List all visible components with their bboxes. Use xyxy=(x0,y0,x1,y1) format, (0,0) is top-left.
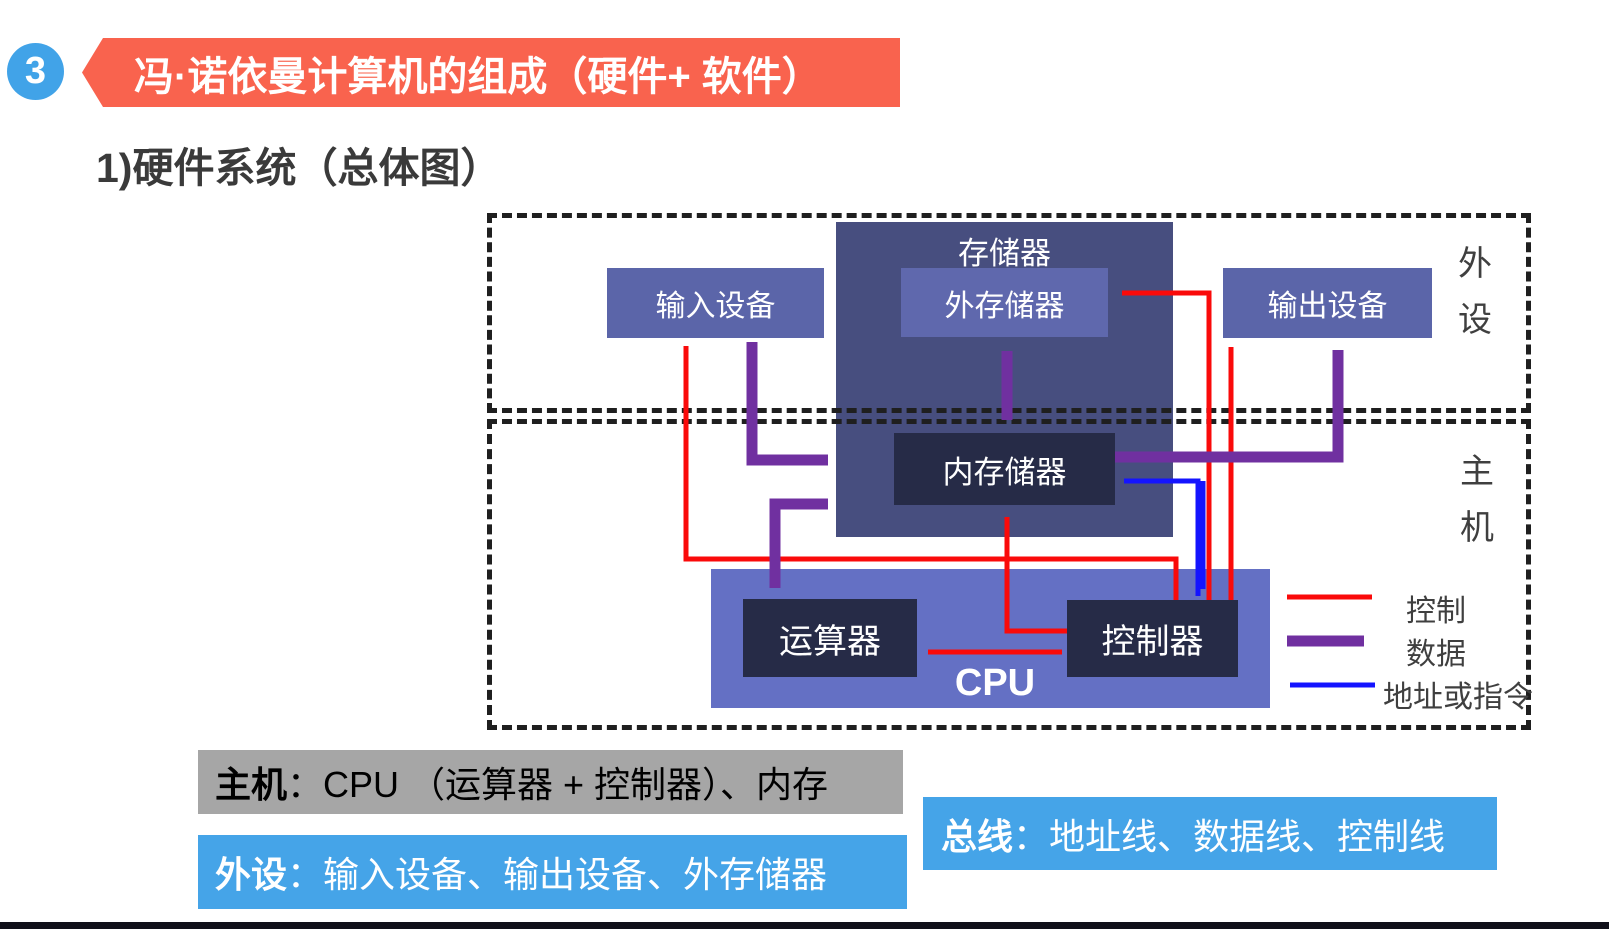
summary-peripheral-label: 外设 xyxy=(215,854,288,895)
region-label-host-2: 机 xyxy=(1460,509,1494,547)
controller-label: 控制器 xyxy=(1101,623,1204,661)
summary-bus-box: 总线：地址线、数据线、控制线 xyxy=(923,797,1497,870)
bottom-edge-bar xyxy=(0,922,1609,929)
external-storage-box: 外存储器 xyxy=(901,268,1108,337)
summary-host-box: 主机：CPU （运算器 + 控制器）、内存 xyxy=(198,750,903,814)
legend-control-label: 控制 xyxy=(1406,595,1466,628)
output-device-label: 输出设备 xyxy=(1267,290,1388,323)
summary-peripheral-text: ：输入设备、输出设备、外存储器 xyxy=(287,854,828,895)
slide-number-badge: 3 xyxy=(7,43,64,100)
summary-peripheral-box: 外设：输入设备、输出设备、外存储器 xyxy=(198,835,907,909)
region-label-peripheral-2: 设 xyxy=(1458,301,1492,339)
legend-data-label: 数据 xyxy=(1406,638,1466,671)
page-title: 冯·诺依曼计算机的组成（硬件+ 软件） xyxy=(134,54,822,99)
input-device-box: 输入设备 xyxy=(607,268,824,338)
internal-storage-label: 内存储器 xyxy=(942,454,1067,490)
slide-number: 3 xyxy=(24,50,47,92)
title-banner: 冯·诺依曼计算机的组成（硬件+ 软件） xyxy=(82,38,900,107)
legend-address-label: 地址或指令 xyxy=(1383,681,1533,714)
input-device-label: 输入设备 xyxy=(655,290,776,323)
section-subtitle: 1)硬件系统（总体图） xyxy=(96,145,502,191)
summary-bus-label: 总线 xyxy=(941,815,1014,857)
alu-label: 运算器 xyxy=(779,622,881,661)
summary-host-label: 主机 xyxy=(215,764,288,805)
internal-storage-box: 内存储器 xyxy=(894,433,1115,505)
cpu-label: CPU xyxy=(954,662,1036,704)
summary-bus-text: ：地址线、数据线、控制线 xyxy=(1013,815,1446,857)
region-label-peripheral-1: 外 xyxy=(1458,245,1492,283)
storage-label: 存储器 xyxy=(958,236,1051,271)
data-line-input-to-storage xyxy=(746,342,828,466)
summary-host-text: ：CPU （运算器 + 控制器）、内存 xyxy=(287,764,829,805)
alu-box: 运算器 xyxy=(743,599,917,677)
region-label-host-1: 主 xyxy=(1460,453,1494,491)
controller-box: 控制器 xyxy=(1067,600,1238,677)
output-device-box: 输出设备 xyxy=(1223,268,1432,338)
external-storage-label: 外存储器 xyxy=(944,289,1065,323)
